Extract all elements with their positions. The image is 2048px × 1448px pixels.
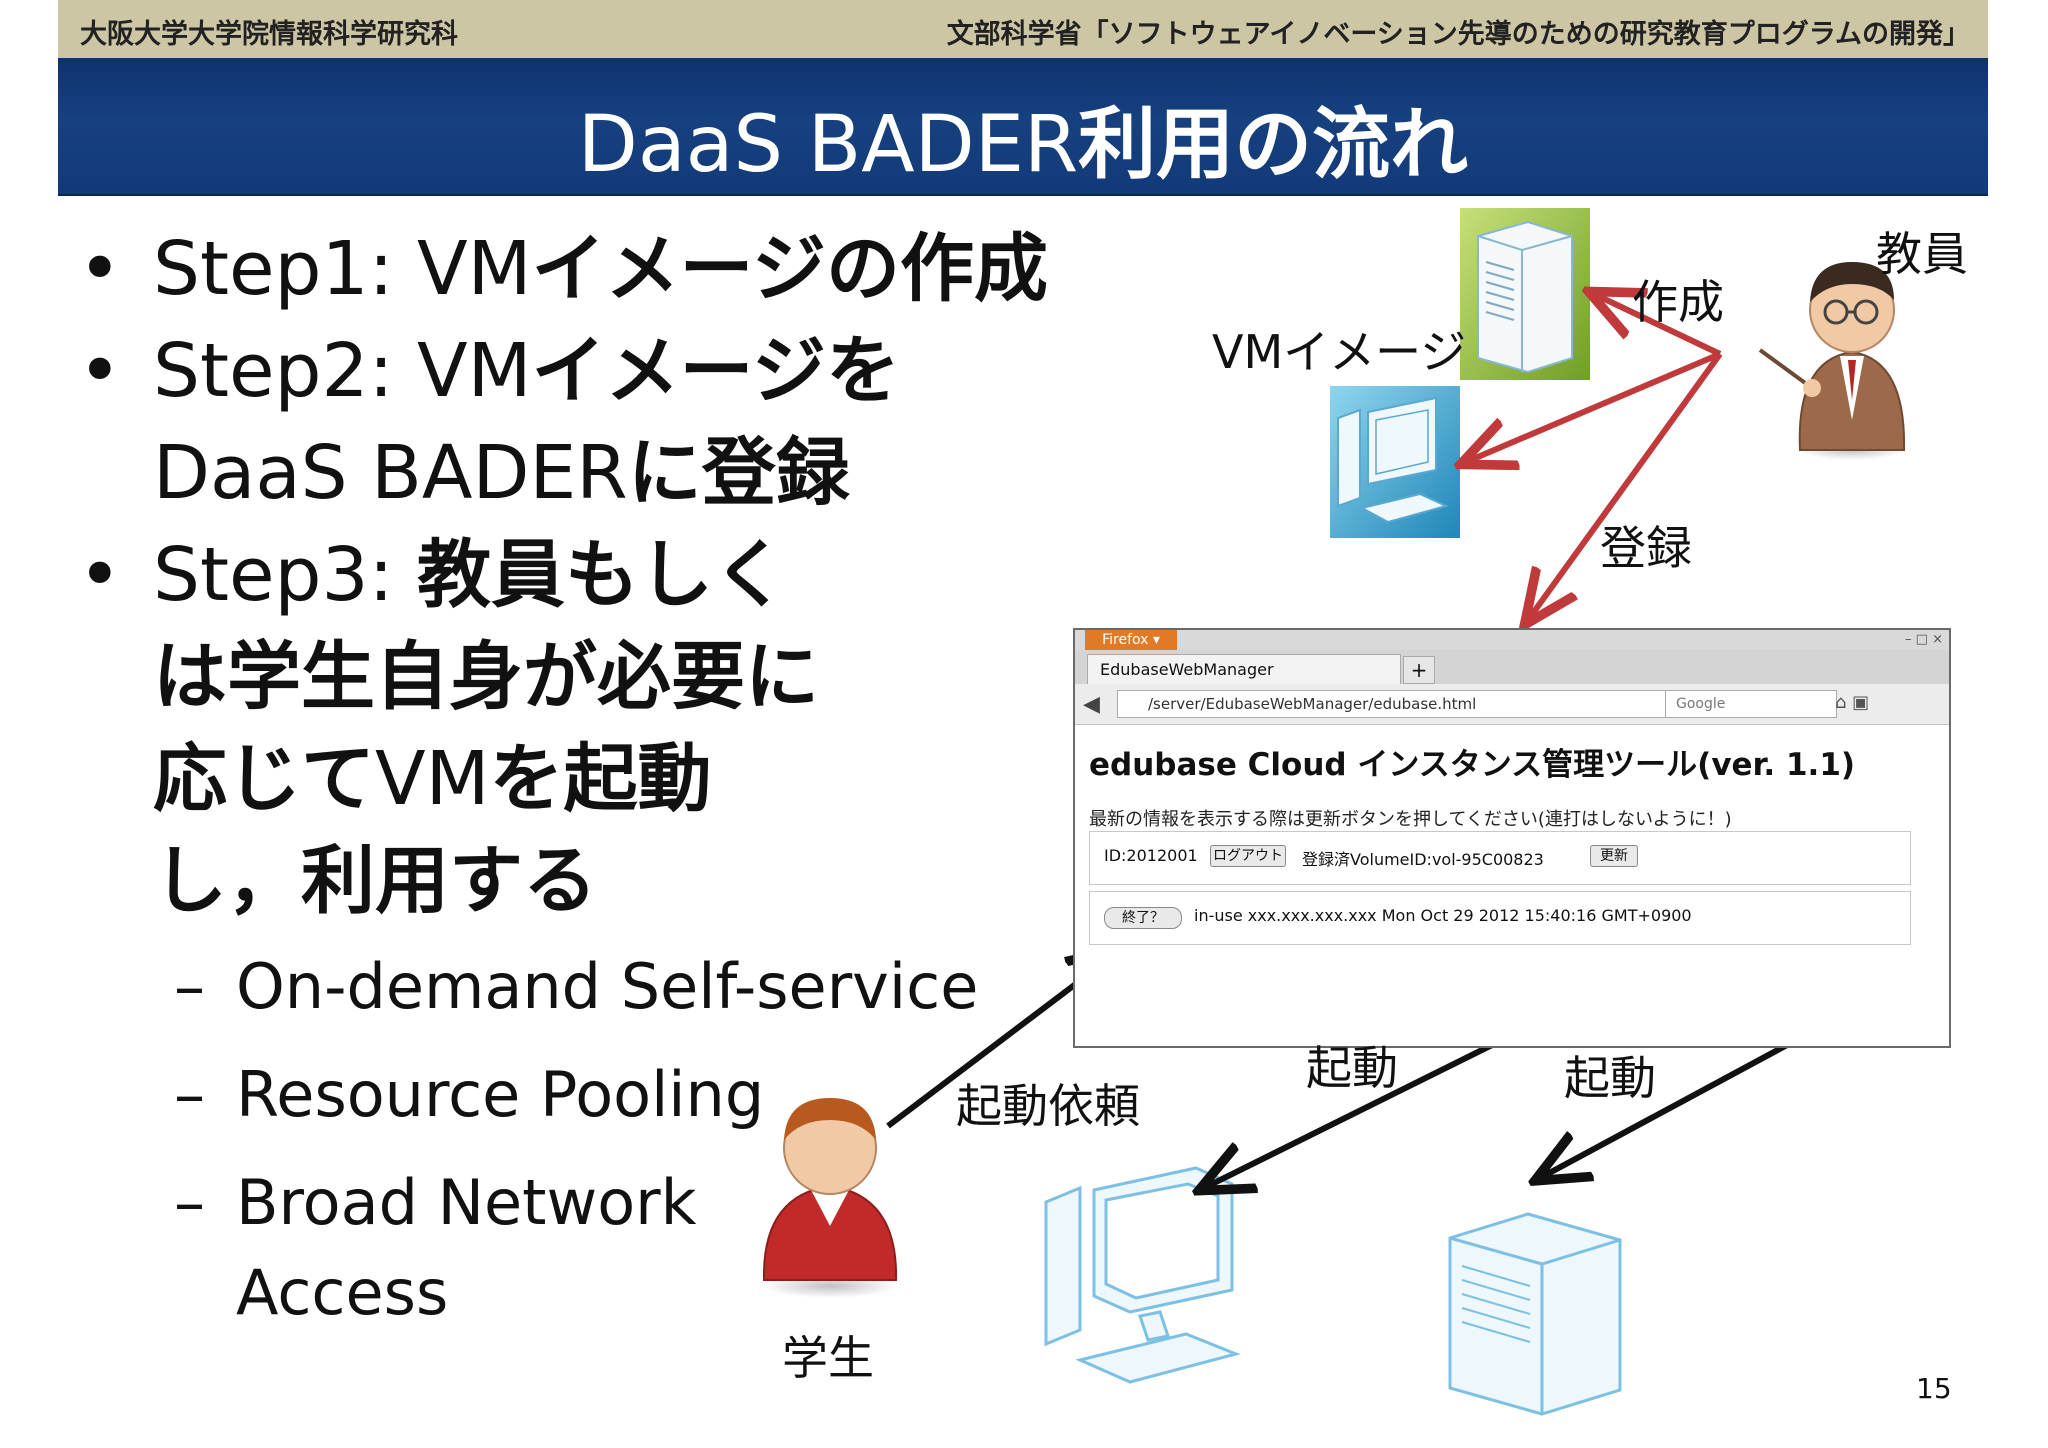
tab-strip: EdubaseWebManager + (1075, 650, 1949, 685)
user-id: ID:2012001 (1104, 846, 1198, 865)
server-vm-image-icon (1460, 208, 1590, 380)
terminate-button[interactable]: 終了？ (1104, 907, 1182, 929)
slide-title-jp: 利用の流れ (1078, 100, 1469, 190)
sub-bullet: –Resource Pooling (174, 1058, 765, 1131)
bullet-step1: •Step1: VMイメージの作成 (78, 226, 1049, 312)
search-field[interactable]: Google (1665, 690, 1837, 718)
new-tab-button[interactable]: + (1403, 656, 1435, 684)
desktop-vm-image-icon (1330, 386, 1460, 538)
header-program: 文部科学省「ソフトウェアイノベーション先導のための研究教育プログラムの開発」 (946, 19, 1970, 50)
firefox-bar: Firefox ▾ – □ × (1075, 630, 1949, 650)
header-institution: 大阪大学大学院情報科学研究科 (80, 19, 458, 50)
home-icon[interactable]: ⌂ ▣ (1835, 692, 1870, 713)
sub-bullet: –Broad Network Access (174, 1166, 697, 1329)
browser-window: Firefox ▾ – □ × EdubaseWebManager + ◀ /s… (1073, 628, 1951, 1048)
url-field[interactable]: /server/EdubaseWebManager/edubase.html (1117, 690, 1694, 718)
label-student: 学生 (782, 1331, 874, 1385)
label-vm-image: VMイメージ (1212, 325, 1467, 379)
label-create: 作成 (1632, 275, 1724, 329)
label-boot-2: 起動 (1564, 1051, 1656, 1105)
window-controls[interactable]: – □ × (1905, 632, 1943, 647)
account-panel: ID:2012001 ログアウト 登録済VolumeID:vol-95C0082… (1089, 831, 1911, 885)
bullet-list: •Step1: VMイメージの作成 •Step2: VMイメージをDaaS BA… (78, 218, 1078, 1338)
sub-bullet: –On-demand Self-service (174, 950, 979, 1023)
server-outline-icon (1448, 1212, 1622, 1416)
instance-panel: 終了？ in-use xxx.xxx.xxx.xxx Mon Oct 29 20… (1089, 891, 1911, 945)
navigation-bar: ◀ /server/EdubaseWebManager/edubase.html… (1075, 684, 1949, 725)
volume-id: 登録済VolumeID:vol-95C00823 (1302, 850, 1544, 869)
instance-status: in-use xxx.xxx.xxx.xxx Mon Oct 29 2012 1… (1194, 906, 1692, 925)
page-number: 15 (1916, 1372, 1952, 1405)
slide-title: DaaS BADER利用の流れ (58, 82, 1988, 194)
logout-button[interactable]: ログアウト (1210, 845, 1286, 867)
back-icon[interactable]: ◀ (1083, 692, 1100, 717)
bullet-step3: •Step3: 教員もしくは学生自身が必要に応じてVMを起動し，利用する (78, 532, 819, 924)
label-boot-request: 起動依頼 (956, 1079, 1140, 1133)
tab-edubase[interactable]: EdubaseWebManager (1087, 654, 1401, 685)
teacher-icon (1758, 262, 1907, 460)
label-boot-1: 起動 (1306, 1041, 1398, 1095)
web-page: edubase Cloud インスタンス管理ツール(ver. 1.1) 最新の情… (1075, 725, 1949, 1046)
header-bar: 大阪大学大学院情報科学研究科 文部科学省「ソフトウェアイノベーション先導のための… (58, 0, 1988, 58)
firefox-menu-button[interactable]: Firefox ▾ (1085, 630, 1177, 650)
label-teacher: 教員 (1876, 227, 1968, 281)
page-note: 最新の情報を表示する際は更新ボタンを押してください(連打はしないように！) (1089, 809, 1732, 830)
label-register: 登録 (1600, 521, 1692, 575)
title-bar: DaaS BADER利用の流れ (58, 58, 1988, 196)
bullet-step2: •Step2: VMイメージをDaaS BADERに登録 (78, 328, 901, 516)
slide-title-latin: DaaS BADER (577, 100, 1079, 190)
page-heading: edubase Cloud インスタンス管理ツール(ver. 1.1) (1089, 747, 1856, 783)
refresh-button[interactable]: 更新 (1590, 845, 1638, 867)
